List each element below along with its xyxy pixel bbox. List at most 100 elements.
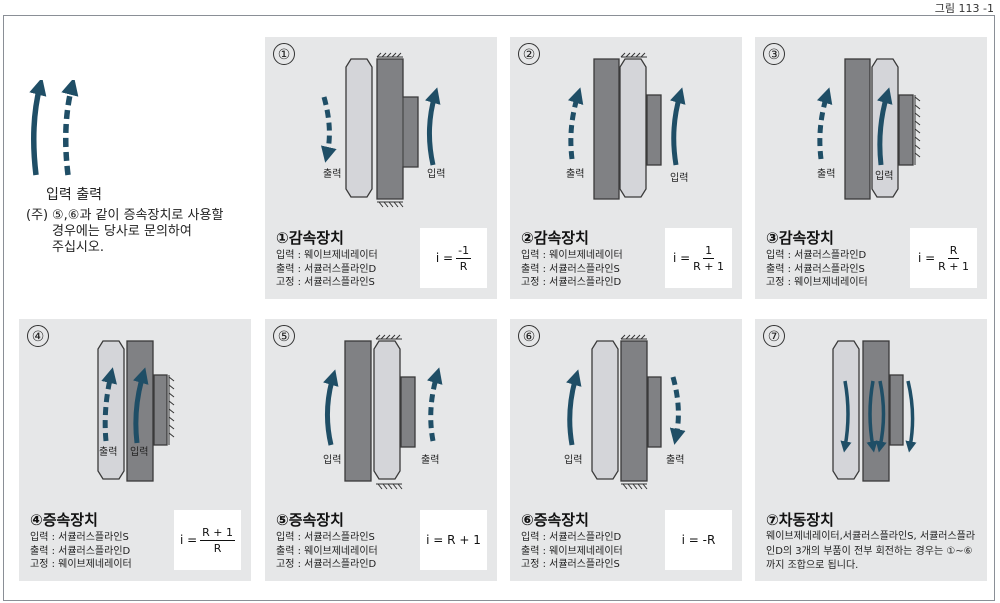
panel-5: 입력 출력 ⑤ ⑤증속장치 입력 : 서큘러스플라인S 출력 : 웨이브제네레이… [265, 319, 497, 581]
legend-arrows [29, 80, 79, 176]
fixed-hatch-icon [621, 483, 648, 490]
line-fixed: 고정 : 서큘러스플라인D [276, 559, 377, 570]
line-fixed: 고정 : 웨이브제네레이터 [30, 559, 132, 570]
output-arrow-icon [567, 87, 584, 160]
fixed-hatch-icon [377, 201, 404, 208]
panel-number: ③ [763, 43, 785, 65]
circular-spline-s [97, 340, 125, 480]
output-label: 출력 [666, 455, 685, 466]
figure-frame [3, 15, 995, 601]
output-arrow-icon [61, 80, 79, 176]
circular-spline-s [344, 340, 372, 482]
fixed-hatch-icon [914, 95, 921, 165]
panel-2: 출력 입력 ② ②감속장치 입력 : 웨이브제네레이터 출력 : 서큘러스플라인… [510, 37, 742, 299]
output-label: 출력 [566, 169, 585, 180]
input-label: 입력 [323, 455, 342, 466]
formula-numerator: R [947, 243, 960, 259]
panel-6: 입력 출력 ⑥ ⑥증속장치 입력 : 서큘러스플라인D 출력 : 웨이브제네레이… [510, 319, 742, 581]
panel-number: ① [273, 43, 295, 65]
circular-spline-s [646, 94, 662, 166]
input-arrow-icon [566, 369, 582, 446]
circular-spline-s [376, 58, 419, 200]
line-input: 입력 : 서큘러스플라인D [766, 250, 867, 261]
input-arrow-icon [877, 87, 893, 166]
panel-lines: 입력 : 서큘러스플라인D 출력 : 웨이브제네레이터 고정 : 서큘러스플라인… [521, 531, 623, 572]
formula-prefix: i = [917, 251, 936, 265]
wave-generator [153, 374, 168, 446]
panel-description: 웨이브제네레이터,서큘러스플라인S, 서큘러스플라인D의 3개의 부품이 전부 … [766, 531, 976, 571]
output-label: 출력 [323, 169, 342, 180]
output-label: 출력 [421, 455, 440, 466]
note-text: ⑤,⑥과 같이 증속장치로 사용할 경우에는 당사로 문의하여 주십시오. [52, 208, 224, 255]
panel-title: ③감속장치 [766, 229, 834, 247]
panel-lines: 입력 : 웨이브제네레이터 출력 : 서큘러스플라인S 고정 : 서큘러스플라인… [521, 249, 623, 290]
input-label: 입력 [130, 447, 149, 458]
panel-lines: 입력 : 서큘러스플라인D 출력 : 서큘러스플라인S 고정 : 웨이브제네레이… [766, 249, 868, 290]
rotation-arrow-icon [875, 380, 887, 453]
formula-numerator: -1 [456, 243, 472, 259]
output-arrow-icon [669, 376, 686, 445]
input-arrow-icon [323, 369, 339, 446]
line-fixed: 고정 : 서큘러스플라인D [521, 277, 622, 288]
panel-6-diagram [566, 334, 686, 490]
circular-spline-d [844, 58, 871, 200]
note-mark: (주) [26, 208, 49, 223]
panel-title: ⑦차동장치 [766, 511, 834, 529]
formula-denominator: R + 1 [938, 259, 970, 273]
legend: 입력 출력 (주) ⑤,⑥과 같이 증속장치로 사용할 경우에는 당사로 문의하… [20, 80, 250, 280]
wave-generator [373, 340, 401, 480]
output-label: 출력 [99, 447, 118, 458]
input-arrow-icon [670, 87, 686, 166]
figure-label: 그림 113 -1 [934, 2, 994, 15]
input-label: 입력 [875, 171, 894, 182]
input-arrow-icon [425, 87, 441, 166]
formula-box: i = -R [665, 510, 732, 570]
panel-1: 출력 입력 ① ①감속장치 입력 : 웨이브제네레이터 출력 : 서큘러스플라인… [265, 37, 497, 299]
panel-number: ④ [27, 325, 49, 347]
legend-note: (주) ⑤,⑥과 같이 증속장치로 사용할 경우에는 당사로 문의하여 주십시오… [26, 208, 223, 256]
panel-1-diagram [321, 52, 441, 208]
fixed-hatch-icon [376, 52, 403, 58]
line-fixed: 고정 : 웨이브제네레이터 [766, 277, 868, 288]
wave-generator [647, 376, 662, 448]
formula-denominator: R + 1 [693, 259, 725, 273]
panel-lines: 입력 : 웨이브제네레이터 출력 : 서큘러스플라인D 고정 : 서큘러스플라인… [276, 249, 378, 290]
output-label: 출력 [817, 169, 836, 180]
line-input: 입력 : 서큘러스플라인S [276, 532, 375, 543]
panel-2-diagram [567, 52, 686, 200]
line-output: 출력 : 서큘러스플라인D [30, 545, 131, 557]
line-output: 출력 : 서큘러스플라인D [276, 263, 377, 275]
wave-generator [619, 58, 647, 198]
input-label: 입력 [670, 173, 689, 184]
fixed-hatch-icon [376, 483, 403, 490]
panel-number: ⑤ [273, 325, 295, 347]
panel-number: ⑥ [518, 325, 540, 347]
input-label: 입력 [427, 169, 446, 180]
legend-input-label: 입력 [46, 187, 72, 203]
formula-prefix: i = [435, 251, 454, 265]
output-arrow-icon [427, 367, 443, 442]
rotation-arrow-icon [905, 380, 917, 453]
input-arrow-icon [133, 367, 149, 444]
formula-numerator: 1 [703, 243, 715, 259]
panel-title: ②감속장치 [521, 229, 589, 247]
circular-spline-d [126, 340, 154, 482]
line-input: 입력 : 서큘러스플라인S [30, 532, 129, 543]
panel-4: 출력 입력 ④ ④증속장치 입력 : 서큘러스플라인S 출력 : 서큘러스플라인… [19, 319, 251, 581]
output-arrow-icon [816, 87, 833, 160]
panel-number: ② [518, 43, 540, 65]
circular-spline-s [620, 340, 648, 482]
formula-box: i = R + 1 [420, 510, 487, 570]
formula-denominator: R [213, 541, 222, 555]
formula-prefix: i = [672, 251, 691, 265]
panel-7-diagram [832, 340, 917, 482]
line-output: 출력 : 웨이브제네레이터 [276, 545, 378, 557]
fixed-hatch-icon [620, 52, 647, 58]
wave-generator [889, 374, 904, 446]
panel-lines: 입력 : 서큘러스플라인S 출력 : 서큘러스플라인D 고정 : 웨이브제네레이… [30, 531, 132, 572]
formula-denominator: R [459, 259, 468, 273]
line-output: 출력 : 서큘러스플라인S [766, 263, 865, 275]
